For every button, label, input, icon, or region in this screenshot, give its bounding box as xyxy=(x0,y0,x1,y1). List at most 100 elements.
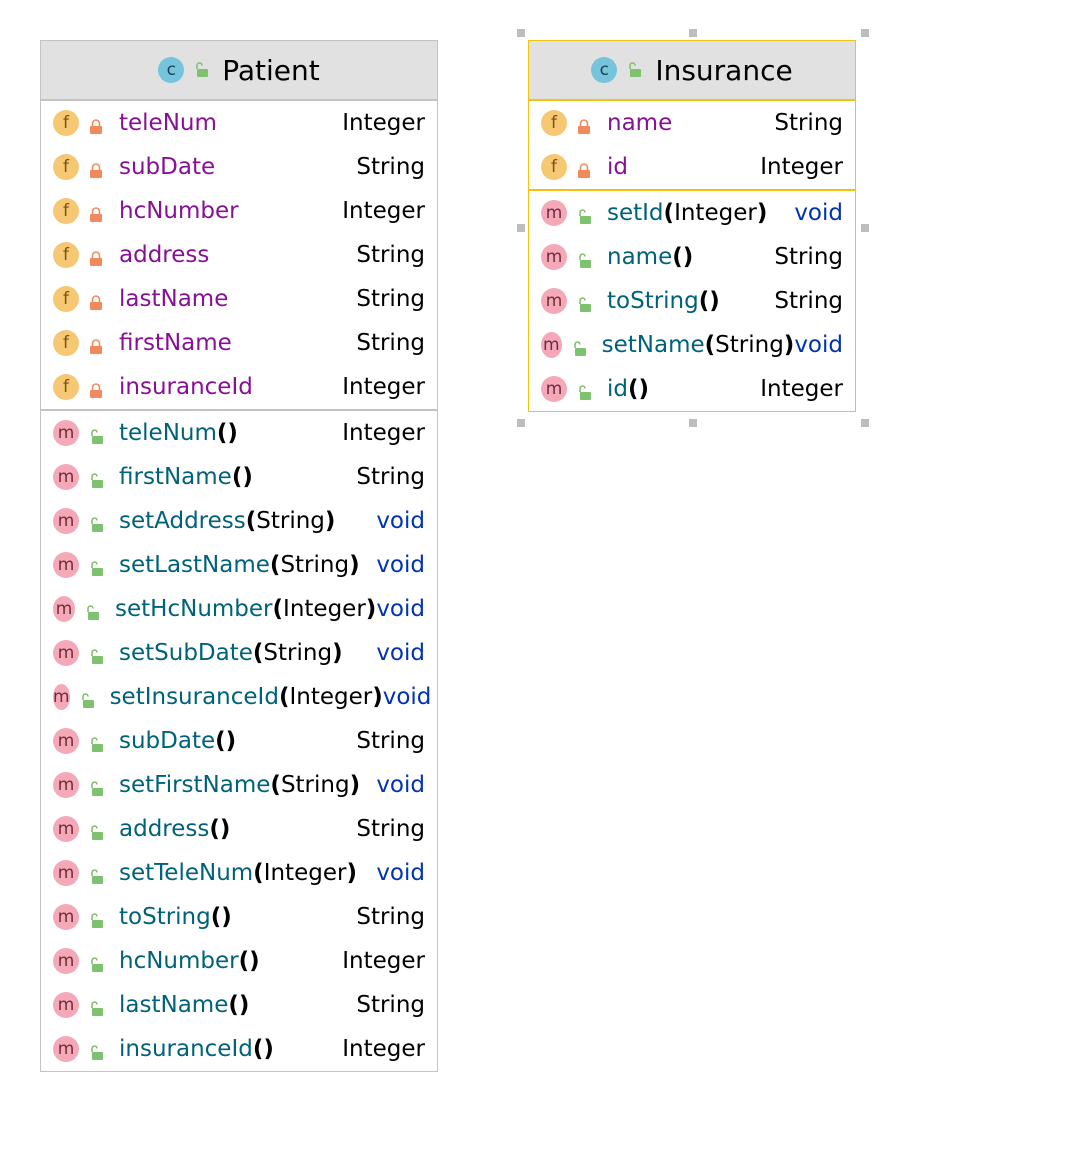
method-open-paren: ( xyxy=(209,816,220,842)
method-open-paren: ( xyxy=(245,508,257,534)
resize-handle-top-right[interactable] xyxy=(861,29,869,37)
resize-handle-middle-right[interactable] xyxy=(861,224,869,232)
method-name: id xyxy=(607,376,628,402)
method-name: subDate xyxy=(119,728,216,754)
method-icon: m xyxy=(53,508,79,534)
private-lock-icon xyxy=(89,203,103,222)
method-return-type: Integer xyxy=(342,948,425,974)
method-signature: toString() xyxy=(119,904,356,930)
method-icon: m xyxy=(53,596,76,622)
method-icon: m xyxy=(53,772,79,798)
method-name: toString xyxy=(607,288,699,314)
method-close-paren: ) xyxy=(756,200,768,226)
method-signature: id() xyxy=(607,376,760,402)
method-return-type: String xyxy=(774,288,843,314)
method-param-type: String xyxy=(280,552,350,578)
method-signature: address() xyxy=(119,816,356,842)
method-signature: teleNum() xyxy=(119,420,342,446)
method-signature: lastName() xyxy=(119,992,356,1018)
method-name: setSubDate xyxy=(119,640,253,666)
method-signature: setHcNumber(Integer) xyxy=(115,596,376,622)
method-close-paren: ) xyxy=(372,684,383,710)
public-unlock-icon xyxy=(89,425,103,444)
public-unlock-icon xyxy=(89,953,103,972)
private-lock-icon xyxy=(89,291,103,310)
field-icon: f xyxy=(53,198,79,224)
method-signature: setAddress(String) xyxy=(119,508,376,534)
method-name: toString xyxy=(119,904,211,930)
method-open-paren: ( xyxy=(663,200,675,226)
resize-handle-top-left[interactable] xyxy=(517,29,525,37)
method-name: hcNumber xyxy=(119,948,239,974)
method-signature: hcNumber() xyxy=(119,948,342,974)
patient-class-header[interactable]: c Patient xyxy=(41,41,437,101)
method-icon: m xyxy=(53,552,79,578)
method-open-paren: ( xyxy=(252,1036,264,1062)
resize-handle-bottom-center[interactable] xyxy=(689,419,697,427)
public-unlock-icon xyxy=(85,601,100,620)
method-signature: name() xyxy=(607,244,774,270)
method-signature: setTeleNum(Integer) xyxy=(119,860,376,886)
resize-handle-bottom-left[interactable] xyxy=(517,419,525,427)
method-icon: m xyxy=(53,640,79,666)
method-close-paren: ) xyxy=(783,332,795,358)
method-name: setId xyxy=(607,200,664,226)
public-unlock-icon xyxy=(80,689,94,708)
private-lock-icon xyxy=(577,115,591,134)
method-return-type: Integer xyxy=(342,1036,425,1062)
insurance-class-title: Insurance xyxy=(655,53,793,87)
method-close-paren: ) xyxy=(219,816,231,842)
method-icon: m xyxy=(541,376,567,402)
field-icon: f xyxy=(53,154,79,180)
method-return-type: String xyxy=(356,816,425,842)
method-return-type: Integer xyxy=(760,376,843,402)
method-name: name xyxy=(607,244,673,270)
method-signature: setFirstName(String) xyxy=(119,772,376,798)
resize-handle-middle-left[interactable] xyxy=(517,224,525,232)
method-signature: setName(String) xyxy=(602,332,795,358)
public-unlock-icon xyxy=(89,777,103,796)
method-signature: setSubDate(String) xyxy=(119,640,376,666)
method-close-paren: ) xyxy=(346,860,357,886)
method-name: setLastName xyxy=(119,552,270,578)
method-row[interactable]: m id()Integer xyxy=(529,367,855,411)
insurance-class-header[interactable]: c Insurance xyxy=(529,41,855,101)
method-signature: setInsuranceId(Integer) xyxy=(110,684,383,710)
field-icon: f xyxy=(541,110,567,136)
method-return-type: void xyxy=(376,552,425,578)
method-icon: m xyxy=(53,816,79,842)
resize-handle-bottom-right[interactable] xyxy=(861,419,869,427)
method-row[interactable]: m address()String xyxy=(41,807,437,851)
resize-handle-top-center[interactable] xyxy=(689,29,697,37)
